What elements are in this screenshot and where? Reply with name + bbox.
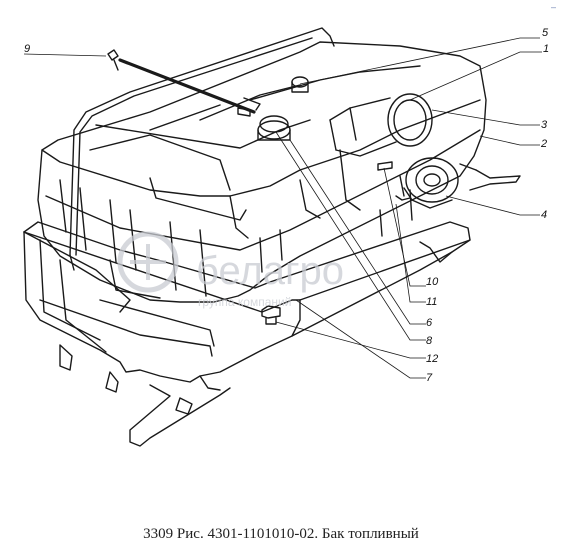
- bolt: [107, 49, 119, 71]
- callout-10: 10: [426, 276, 439, 288]
- filler-neck: [329, 93, 433, 157]
- callout-1: 1: [543, 43, 549, 55]
- leader-lines: [23, 37, 542, 379]
- drain-cover: [399, 157, 459, 209]
- corner-mark: –: [550, 2, 556, 12]
- callout-labels: 9 5 1 3 2 4 10 11 6 8 12 7: [24, 27, 549, 384]
- callout-9: 9: [24, 43, 30, 55]
- callout-12: 12: [426, 353, 438, 365]
- callout-4: 4: [541, 209, 547, 221]
- watermark: белагро группа компаний: [117, 231, 344, 309]
- watermark-brand: белагро: [196, 249, 344, 293]
- right-bracket: [459, 163, 521, 191]
- figure-caption: 3309 Рис. 4301-1101010-02. Бак топливный: [143, 526, 419, 542]
- sender-cap: [237, 76, 309, 141]
- vent-fitting: [377, 161, 411, 201]
- watermark-subtitle: группа компаний: [198, 295, 291, 309]
- callout-8: 8: [426, 335, 433, 347]
- callout-11: 11: [426, 296, 437, 308]
- callout-7: 7: [426, 372, 433, 384]
- bolt-leader: [118, 58, 256, 114]
- callout-5: 5: [542, 27, 549, 39]
- strap-rail: [69, 27, 335, 271]
- callout-3: 3: [541, 119, 548, 131]
- callout-6: 6: [426, 317, 433, 329]
- callout-2: 2: [540, 138, 547, 150]
- drain-plug: [261, 305, 281, 325]
